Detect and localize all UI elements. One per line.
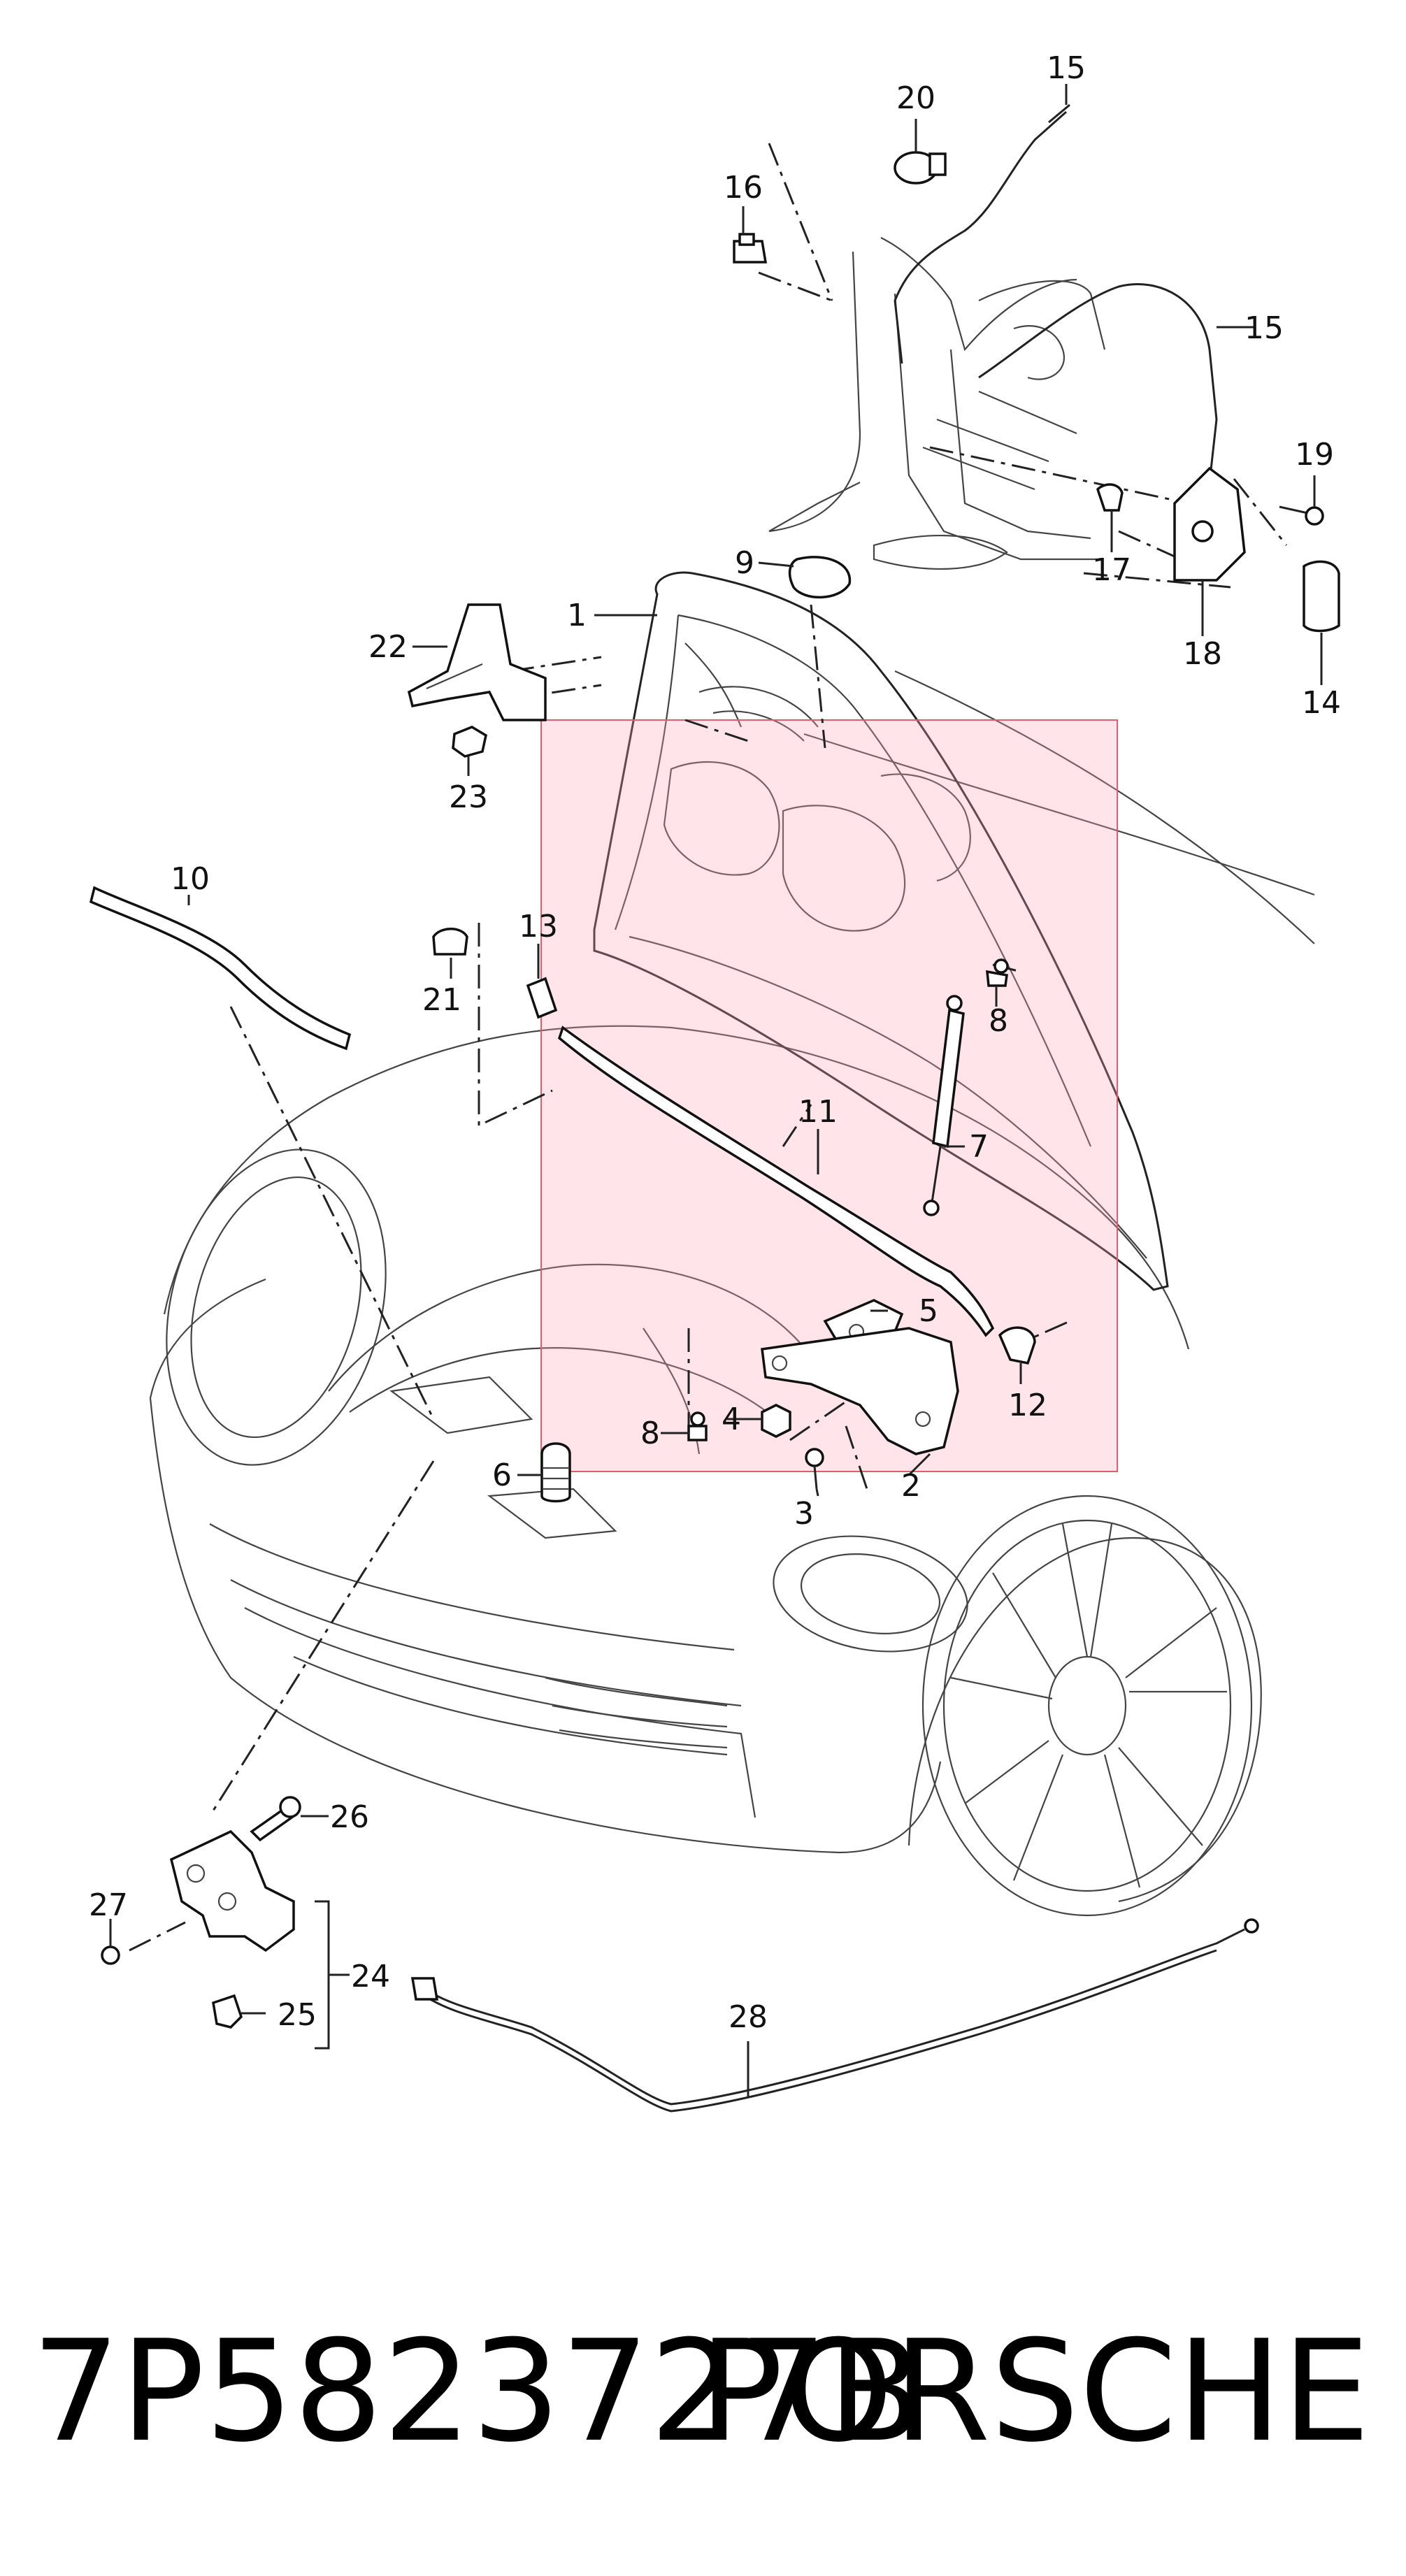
brand-name: PORSCHE [699, 2310, 1370, 2473]
callout-15-right: 15 [1244, 310, 1284, 346]
car-body [149, 670, 1315, 1917]
callout-8-lower: 8 [640, 1416, 660, 1451]
callout-28: 28 [729, 1999, 768, 2035]
ball-stud-icon [986, 958, 1009, 987]
bonnet-seal [557, 1026, 995, 1337]
bonnet [593, 571, 1169, 1291]
callouts: 15 20 16 15 19 17 18 14 9 1 22 23 10 21 … [89, 50, 1341, 2035]
callout-13: 13 [519, 909, 558, 944]
callout-7: 7 [969, 1129, 989, 1165]
callout-1: 1 [567, 598, 587, 633]
callout-14: 14 [1302, 685, 1341, 721]
callout-11: 11 [798, 1094, 838, 1130]
grommet-icon [894, 151, 947, 185]
callout-6: 6 [492, 1458, 512, 1493]
callout-20: 20 [896, 80, 935, 116]
seal-strip [89, 886, 352, 1051]
latch-screw-icon [101, 1926, 120, 1965]
callout-18: 18 [1183, 636, 1222, 672]
push-clip-icon [1096, 483, 1124, 512]
part-number: 7P5823727B [31, 2310, 924, 2473]
cap-icon [432, 928, 468, 956]
screw-icon [1279, 505, 1324, 526]
leader-lines [109, 84, 1323, 2097]
assembly-lines [129, 143, 1288, 1952]
callout-27: 27 [89, 1887, 128, 1923]
callout-22: 22 [368, 629, 408, 665]
callout-8-upper: 8 [989, 1003, 1008, 1039]
callout-2: 2 [901, 1468, 921, 1504]
cover-icon [1303, 560, 1340, 633]
hinge-lower-icon [761, 1327, 959, 1455]
callout-25: 25 [278, 1997, 317, 2033]
plug-icon [788, 556, 852, 599]
callout-16: 16 [724, 170, 763, 206]
bonnet-release-cable-upper [894, 110, 1067, 364]
callout-26: 26 [330, 1799, 369, 1835]
callout-12: 12 [1008, 1388, 1047, 1423]
buffer-icon [540, 1442, 571, 1503]
ball-stud-lower-icon [687, 1411, 708, 1441]
bonnet-release-cable-lower [978, 283, 1218, 483]
callout-24: 24 [351, 1959, 390, 1994]
callout-21: 21 [422, 982, 461, 1018]
cowl-assembly [768, 237, 1106, 570]
latch-switch-icon [212, 1994, 243, 2029]
nut-icon [452, 726, 487, 758]
clip-icon [733, 233, 768, 264]
latch-bolt-icon [250, 1796, 301, 1842]
callout-19: 19 [1295, 437, 1334, 473]
callout-10: 10 [171, 861, 210, 897]
lock-icon [1173, 466, 1246, 582]
hinge-nut-icon [761, 1404, 791, 1438]
callout-3: 3 [794, 1496, 814, 1532]
callout-5: 5 [919, 1293, 938, 1329]
callout-23: 23 [449, 779, 488, 815]
callout-9: 9 [735, 545, 754, 581]
gas-strut-icon [923, 995, 965, 1216]
hinge-bracket-icon [407, 603, 547, 721]
caption: 7P5823727B PORSCHE [31, 2310, 1370, 2473]
callout-15-top: 15 [1047, 50, 1086, 86]
callout-17: 17 [1092, 552, 1131, 588]
callout-4: 4 [722, 1402, 741, 1437]
seal-clip-icon [526, 977, 558, 1019]
parts [89, 103, 1340, 2113]
hinge-bolt-icon [805, 1448, 824, 1490]
retaining-clip-icon [998, 1326, 1036, 1365]
release-cable [419, 1928, 1245, 2106]
